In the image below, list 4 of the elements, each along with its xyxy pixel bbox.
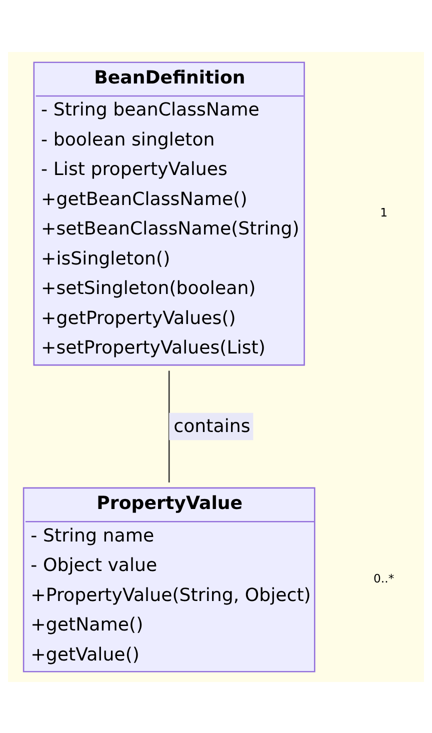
label: 0..*	[374, 571, 394, 586]
connector	[168, 370, 170, 482]
label: 1	[380, 205, 388, 220]
edge-label: contains	[174, 415, 250, 436]
